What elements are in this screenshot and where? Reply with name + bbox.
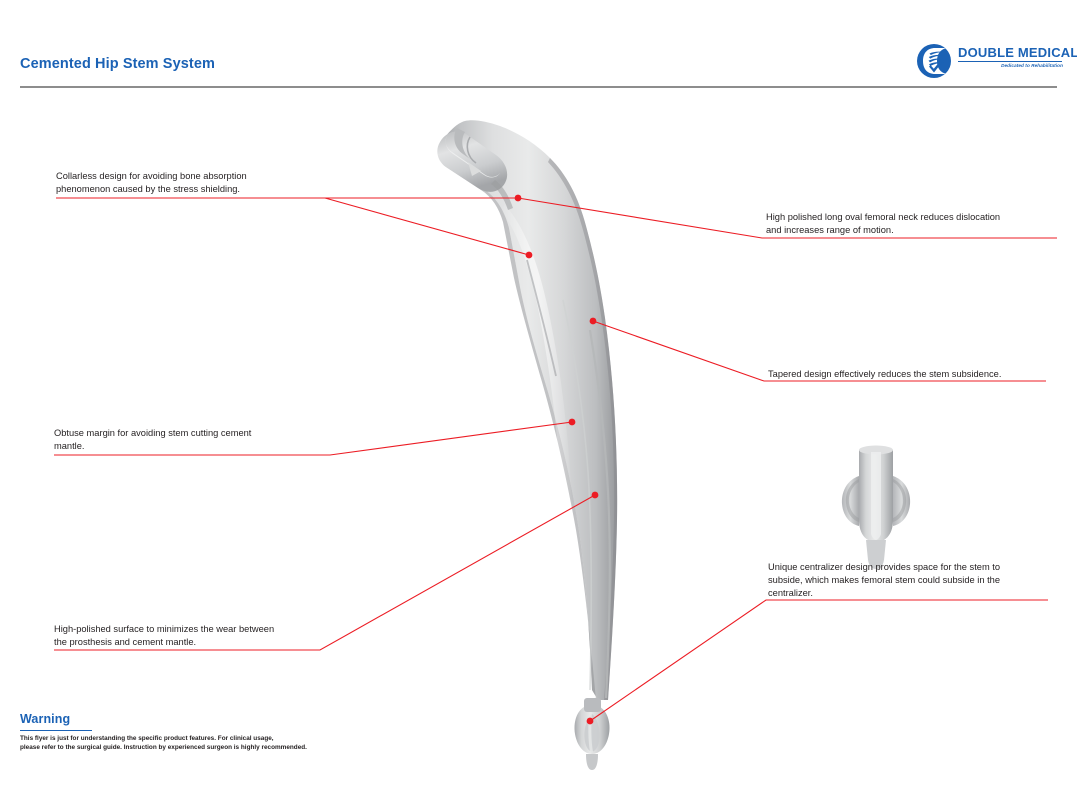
warning-underline bbox=[20, 730, 92, 732]
leader-collarless-secondary bbox=[324, 197, 530, 256]
callout-dot-centralizer bbox=[586, 717, 594, 725]
company-logo: DOUBLE MEDICAL Dedicated to Rehabilitati… bbox=[916, 43, 1077, 79]
callout-line: Unique centralizer design provides space… bbox=[768, 562, 1001, 572]
callout-line: centralizer. bbox=[768, 588, 813, 599]
callout-dot-obtuse-margin bbox=[568, 418, 576, 426]
callout-dot-tapered bbox=[589, 317, 597, 325]
callout-line: subside, which makes femoral stem could … bbox=[768, 575, 1001, 586]
callout-line: Tapered design effectively reduces the s… bbox=[768, 369, 1002, 379]
page-title: Cemented Hip Stem System bbox=[20, 56, 215, 72]
logo-underline bbox=[958, 61, 1062, 62]
callout-dot-polished-surface bbox=[591, 491, 599, 499]
stem-distal-centralizer bbox=[574, 698, 610, 770]
callout-high-polished-surface: High-polished surface to minimizes the w… bbox=[54, 623, 274, 649]
callout-line: Collarless design for avoiding bone abso… bbox=[56, 171, 247, 181]
callout-obtuse-margin: Obtuse margin for avoiding stem cutting … bbox=[54, 427, 251, 453]
callout-dots bbox=[514, 194, 599, 725]
callout-collarless-design: Collarless design for avoiding bone abso… bbox=[56, 170, 247, 196]
warning-title: Warning bbox=[20, 712, 71, 726]
callout-dot-collarless bbox=[514, 194, 522, 202]
callout-line: phenomenon caused by the stress shieldin… bbox=[56, 184, 240, 195]
femoral-neck-trunnion bbox=[437, 128, 513, 210]
header-divider bbox=[20, 86, 1057, 88]
logo-company-name: DOUBLE MEDICAL bbox=[958, 45, 1077, 60]
centralizer-figure bbox=[841, 445, 911, 569]
callout-femoral-neck: High polished long oval femoral neck red… bbox=[766, 211, 1000, 237]
callout-line: High polished long oval femoral neck red… bbox=[766, 212, 1001, 222]
warning-line: This flyer is just for understanding the… bbox=[20, 735, 274, 742]
warning-body: This flyer is just for understanding the… bbox=[20, 734, 307, 753]
hip-stem-figure bbox=[437, 120, 618, 770]
callout-dot-neck-junction bbox=[525, 251, 533, 259]
leader-unique-centralizer bbox=[589, 599, 1048, 722]
warning-line: please refer to the surgical guide. Inst… bbox=[20, 744, 307, 752]
double-medical-shield-icon bbox=[916, 43, 952, 79]
callout-line: the prosthesis and cement mantle. bbox=[54, 637, 197, 648]
callout-tapered-design: Tapered design effectively reduces the s… bbox=[768, 368, 1001, 381]
callout-line: High-polished surface to minimizes the w… bbox=[54, 624, 275, 634]
logo-tagline: Dedicated to Rehabilitation bbox=[1001, 63, 1063, 68]
callout-line: and increases range of motion. bbox=[766, 225, 894, 236]
callout-line: mantle. bbox=[54, 441, 85, 452]
callout-unique-centralizer: Unique centralizer design provides space… bbox=[768, 561, 1000, 601]
callout-line: Obtuse margin for avoiding stem cutting … bbox=[54, 428, 252, 438]
